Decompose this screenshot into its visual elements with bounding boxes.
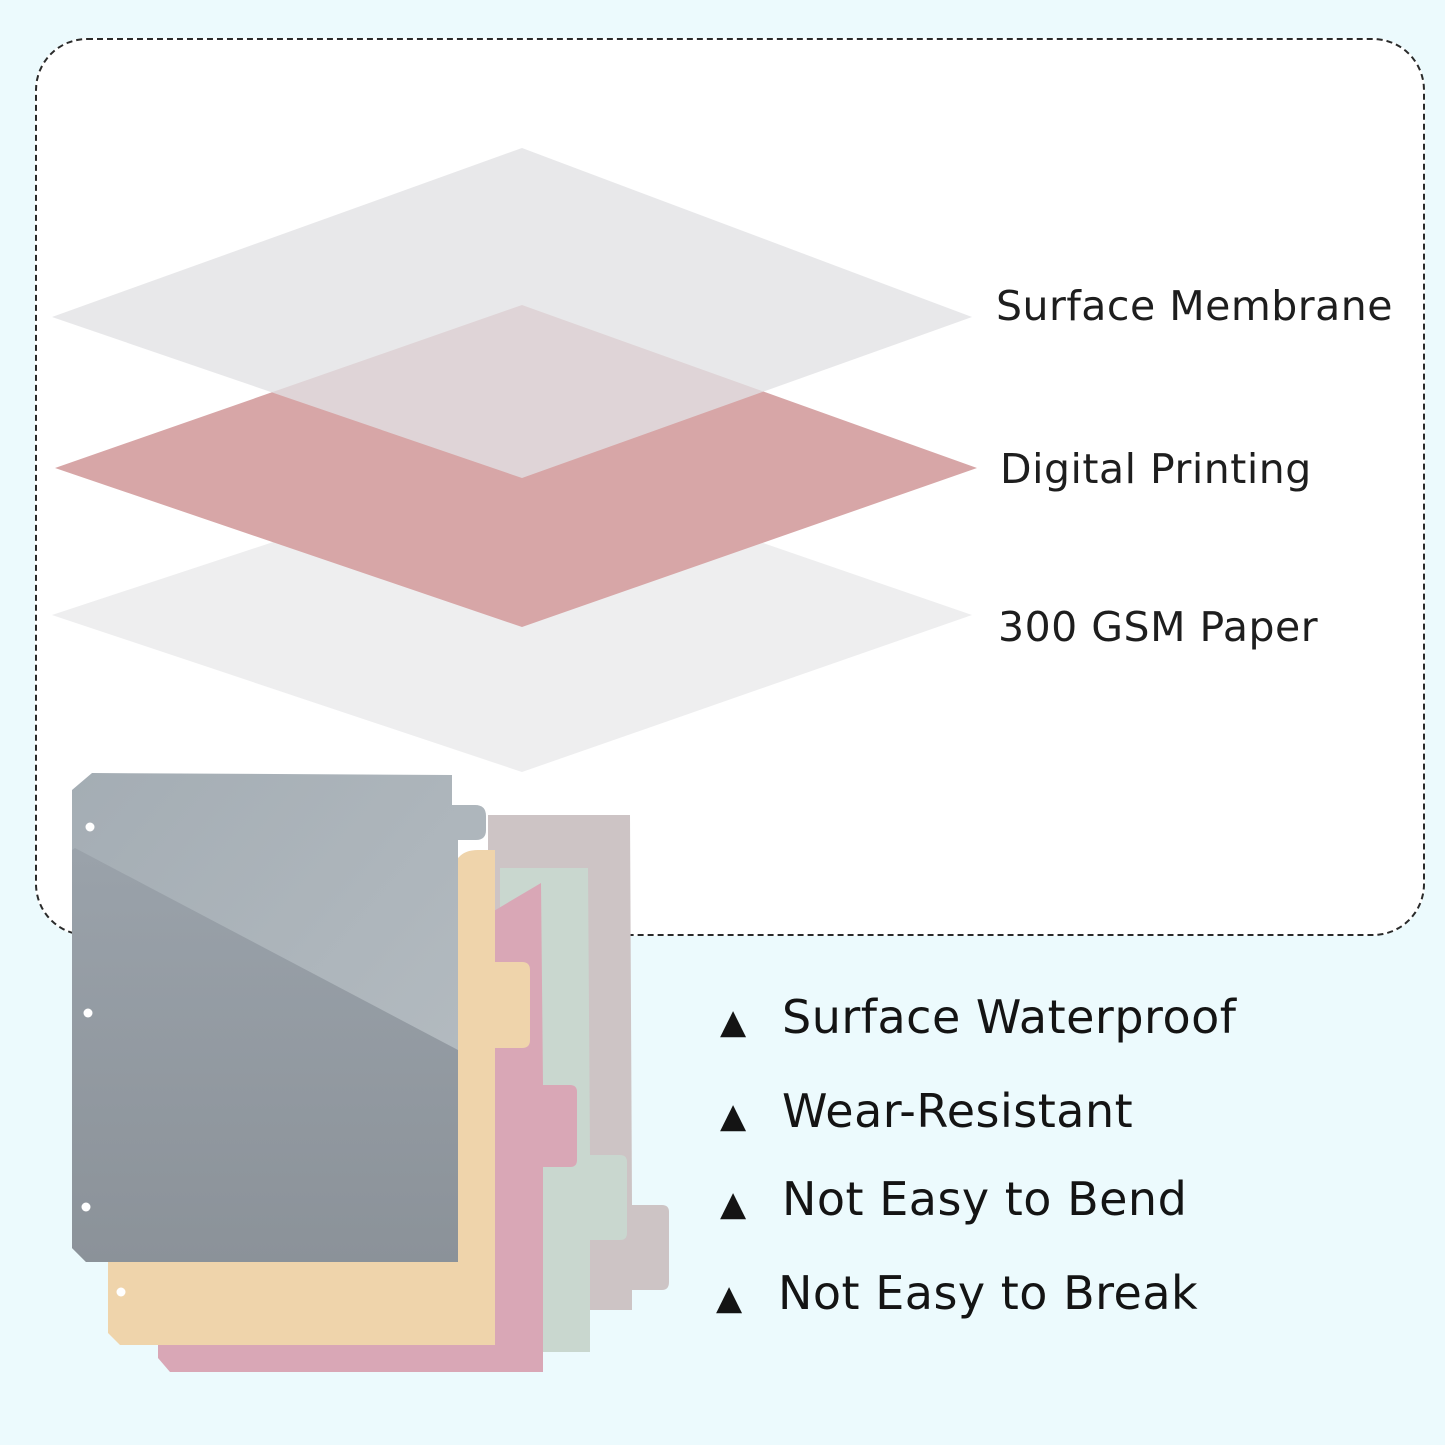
feature-not-easy-to-break: ▲ Not Easy to Break (716, 1266, 1198, 1320)
label-300-gsm-paper: 300 GSM Paper (998, 603, 1319, 651)
feature-label: Surface Waterproof (782, 990, 1237, 1044)
triangle-icon: ▲ (720, 1184, 747, 1224)
label-surface-membrane: Surface Membrane (996, 282, 1393, 330)
feature-label: Not Easy to Bend (782, 1172, 1188, 1226)
feature-wear-resistant: ▲ Wear-Resistant (720, 1084, 1133, 1138)
triangle-icon: ▲ (720, 1002, 747, 1042)
feature-surface-waterproof: ▲ Surface Waterproof (720, 990, 1236, 1044)
triangle-icon: ▲ (716, 1278, 743, 1318)
feature-label: Wear-Resistant (782, 1084, 1134, 1138)
label-digital-printing: Digital Printing (1000, 445, 1312, 493)
triangle-icon: ▲ (720, 1096, 747, 1136)
divider-gray (72, 773, 486, 1262)
membrane-layer (52, 148, 972, 478)
feature-not-easy-to-bend: ▲ Not Easy to Bend (720, 1172, 1187, 1226)
feature-label: Not Easy to Break (778, 1266, 1199, 1320)
